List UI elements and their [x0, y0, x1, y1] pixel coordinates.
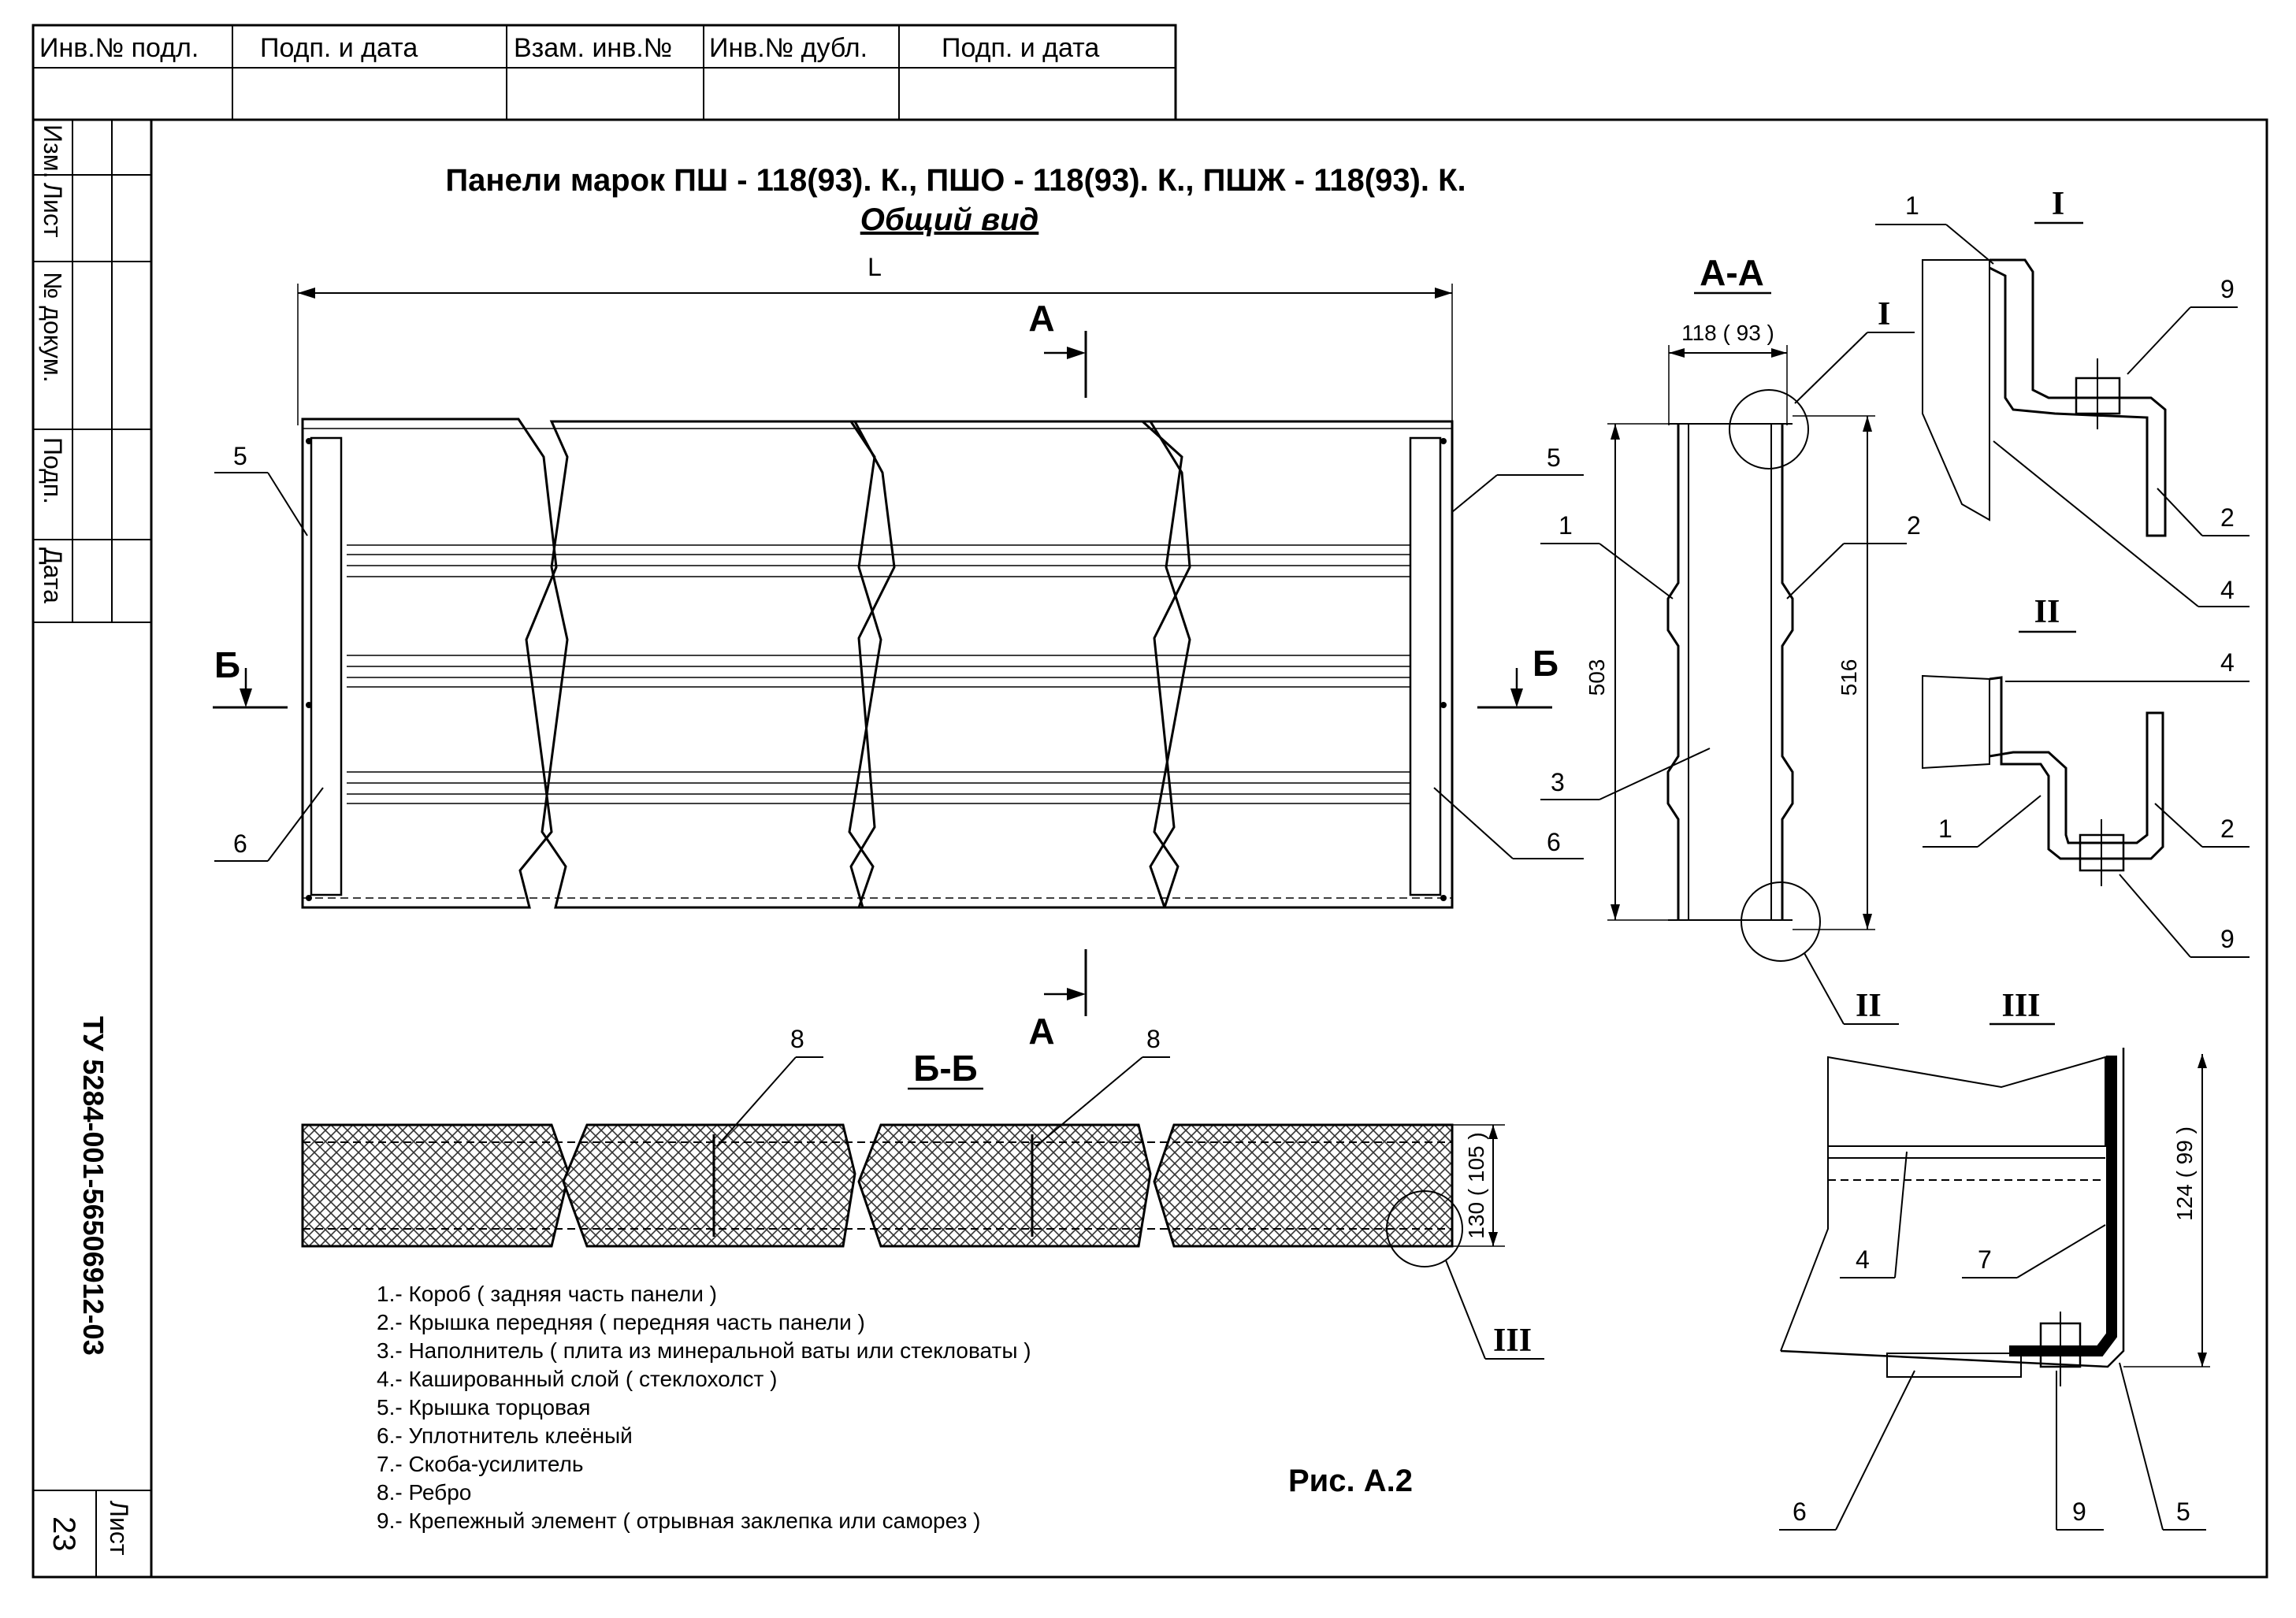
section-bb-label: Б-Б	[913, 1048, 977, 1089]
stamp-header-podp-data-2: Подп. и дата	[942, 33, 1099, 63]
callout-2-i: 2	[2220, 503, 2235, 532]
dim-124-99: 124 ( 99 )	[2172, 1126, 2197, 1221]
callout-5-iii: 5	[2176, 1497, 2190, 1526]
section-a-a: А-А 118 ( 93 ) 503 516 I II	[1540, 252, 1921, 1025]
callout-1-i: 1	[1905, 191, 1919, 220]
detail-ii: II 4 1 2 9	[1922, 594, 2250, 958]
callout-9-i: 9	[2220, 275, 2235, 303]
detail-ii-marker: II	[1856, 988, 1882, 1024]
callout-4-ii: 4	[2220, 648, 2235, 677]
side-header-data: Дата	[39, 547, 67, 603]
detail-i: I 9 1 2 4	[1875, 186, 2250, 607]
general-view: L	[213, 253, 1584, 1052]
callout-4-iii: 4	[1856, 1245, 1870, 1274]
legend-item-5: 5.- Крышка торцовая	[377, 1395, 590, 1419]
callout-5-right: 5	[1547, 443, 1561, 472]
callout-1-aa: 1	[1559, 511, 1573, 540]
callout-5-left: 5	[233, 442, 247, 470]
callout-2-aa: 2	[1907, 511, 1921, 540]
figure-label: Рис. А.2	[1288, 1464, 1413, 1498]
legend-item-8: 8.- Ребро	[377, 1480, 471, 1505]
callout-1-ii: 1	[1938, 815, 1952, 843]
callout-2-ii: 2	[2220, 815, 2235, 843]
document-code: ТУ 5284-001-56506912-03	[77, 1016, 110, 1356]
callout-7-iii: 7	[1978, 1245, 1992, 1274]
callout-6-iii: 6	[1793, 1497, 1807, 1526]
side-header-no-dokum: № докум.	[39, 272, 67, 383]
section-aa-label: А-А	[1700, 252, 1764, 293]
stamp-header-inv-podl: Инв.№ подл.	[39, 33, 199, 63]
legend-item-7: 7.- Скоба-усилитель	[377, 1452, 584, 1476]
callout-9-iii: 9	[2072, 1497, 2086, 1526]
detail-iii: III 124 ( 99 ) 4 7 6 9 5	[1779, 988, 2210, 1531]
legend-item-9: 9.- Крепежный элемент ( отрывная заклепк…	[377, 1509, 981, 1533]
dim-516: 516	[1837, 659, 1861, 696]
detail-i-title: I	[2052, 186, 2064, 222]
side-header-podp: Подп.	[39, 437, 67, 504]
cut-a-bottom: А	[1028, 1011, 1054, 1052]
sheet-label: Лист	[105, 1501, 133, 1556]
section-b-b: Б-Б 8 8 130 ( 105 ) III	[301, 1025, 1544, 1360]
stamp-header-inv-dubl: Инв.№ дубл.	[709, 33, 868, 63]
detail-iii-marker: III	[1493, 1323, 1532, 1359]
cut-a-top: А	[1028, 298, 1054, 339]
detail-i-marker: I	[1878, 296, 1890, 332]
side-stamp-table: Изм. Лист № докум. Подп. Дата ТУ 5284-00…	[33, 120, 151, 1577]
top-stamp-table: Инв.№ подл. Подп. и дата Взам. инв.№ Инв…	[32, 24, 1177, 121]
callout-8-right: 8	[1146, 1025, 1161, 1053]
legend-item-1: 1.- Короб ( задняя часть панели )	[377, 1282, 717, 1306]
dim-130-105: 130 ( 105 )	[1464, 1132, 1488, 1238]
side-header-izm: Изм.	[39, 124, 67, 179]
callout-8-left: 8	[790, 1025, 804, 1053]
stamp-header-vzam-inv: Взам. инв.№	[514, 33, 672, 63]
sheet-number: 23	[46, 1516, 81, 1552]
callout-9-ii: 9	[2220, 925, 2235, 953]
detail-ii-title: II	[2034, 594, 2060, 630]
legend-item-2: 2.- Крышка передняя ( передняя часть пан…	[377, 1310, 865, 1334]
cut-b-left: Б	[214, 644, 240, 685]
stamp-header-podp-data-1: Подп. и дата	[260, 33, 418, 63]
length-dim-label: L	[868, 253, 882, 281]
callout-4-i: 4	[2220, 576, 2235, 604]
callout-3-aa: 3	[1551, 768, 1565, 796]
detail-iii-title: III	[2001, 988, 2040, 1024]
legend: 1.- Короб ( задняя часть панели ) 2.- Кр…	[377, 1282, 1031, 1533]
legend-item-6: 6.- Уплотнитель клеёный	[377, 1423, 633, 1448]
cut-b-right: Б	[1533, 643, 1559, 684]
callout-6-right: 6	[1547, 828, 1561, 856]
legend-item-3: 3.- Наполнитель ( плита из минеральной в…	[377, 1338, 1031, 1363]
side-header-list: Лист	[39, 183, 67, 238]
drawing-frame	[32, 118, 2268, 1579]
dim-503: 503	[1585, 659, 1609, 696]
dim-118-93: 118 ( 93 )	[1681, 321, 1774, 345]
callout-6-left: 6	[233, 829, 247, 858]
drawing-subtitle: Общий вид	[860, 202, 1039, 237]
legend-item-4: 4.- Кашированный слой ( стеклохолст )	[377, 1367, 777, 1391]
drawing-title: Панели марок ПШ - 118(93). К., ПШО - 118…	[445, 163, 1466, 198]
